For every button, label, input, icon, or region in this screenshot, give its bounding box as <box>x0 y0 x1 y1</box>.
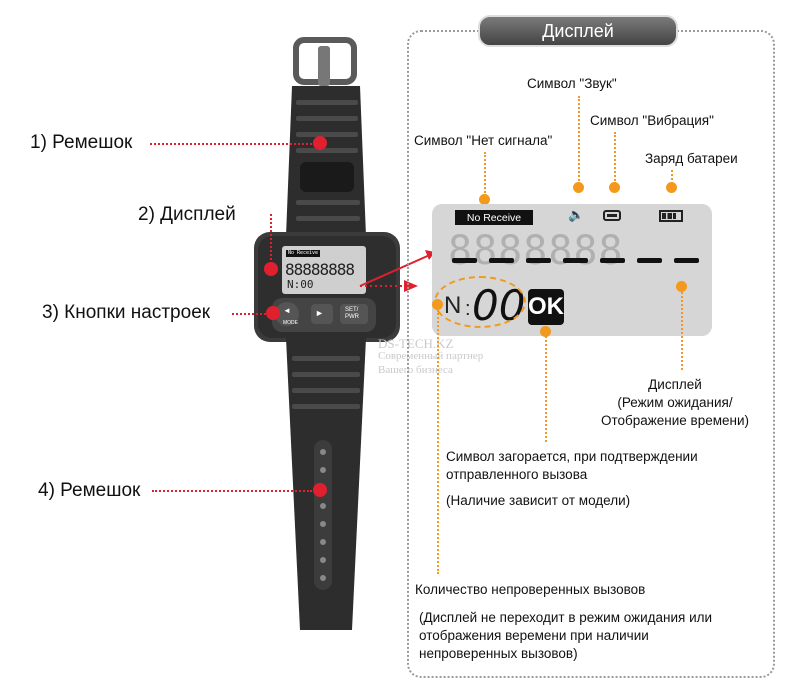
sound-connector <box>578 96 580 184</box>
vibration-symbol-label: Символ "Вибрация" <box>590 113 714 128</box>
lcd-digits: 8888888 <box>448 228 624 274</box>
lcd-ok-symbol: OK <box>528 289 564 325</box>
callout-strap-top-line <box>150 143 312 145</box>
ok-dot <box>540 326 551 337</box>
watermark-line1: Современный партнер <box>378 350 484 362</box>
callout-strap-top-dot <box>313 136 327 150</box>
next-button[interactable]: ► <box>315 308 324 318</box>
no-signal-symbol-label: Символ "Нет сигнала" <box>414 133 553 148</box>
pwr-label: PWR <box>345 314 359 320</box>
sound-dot <box>573 182 584 193</box>
callout-buttons-dot <box>266 306 280 320</box>
set-button-shape <box>340 304 368 324</box>
strap-holes <box>320 449 326 581</box>
battery-icon <box>659 210 683 222</box>
counter-highlight-ellipse <box>434 276 526 328</box>
ok-connector <box>545 336 547 442</box>
panel-title: Дисплей <box>478 15 678 47</box>
upper-strap-ridges <box>296 100 360 221</box>
count-description: Количество непроверенных вызовов (Диспле… <box>415 582 713 661</box>
lcd-dash-row <box>452 258 699 263</box>
callout-strap-top: 1) Ремешок <box>30 132 133 153</box>
counter-dot <box>432 299 443 310</box>
mini-lcd <box>282 246 366 294</box>
callout-display: 2) Дисплей <box>138 204 236 225</box>
battery-label: Заряд батареи <box>645 151 738 166</box>
buckle-tongue <box>318 46 330 86</box>
mode-arrow-icon: ◄ <box>283 306 291 315</box>
lower-strap-ridges <box>292 356 360 409</box>
mini-status-label: No Receive <box>287 250 319 256</box>
callout-display-line <box>270 214 272 260</box>
watermark-line2: Вашего бизнеса <box>378 364 453 376</box>
callout-strap-bottom-dot <box>313 483 327 497</box>
mini-digits: 88888888 <box>285 260 355 279</box>
callout-strap-bottom-line <box>152 490 312 492</box>
display-description: Дисплей (Режим ожидания/ Отображение вре… <box>600 377 750 428</box>
sound-icon: 🔈 <box>568 207 585 222</box>
ok-description: Символ загорается, при подтверждении отп… <box>446 449 698 508</box>
callout-buttons-line <box>232 313 266 315</box>
watermark-brand: DS-TECH.KZ <box>378 336 454 351</box>
battery-dot <box>666 182 677 193</box>
counter-connector <box>437 310 439 574</box>
no-signal-dot <box>479 194 490 205</box>
set-label: SET/ <box>345 307 359 313</box>
set-pwr-button[interactable]: SET/ PWR <box>345 307 359 321</box>
sound-symbol-label: Символ "Звук" <box>527 76 617 91</box>
upper-strap <box>286 86 366 236</box>
mini-counter: N:00 <box>287 278 314 291</box>
mode-button-label: MODE <box>283 320 298 326</box>
battery-connector <box>671 170 673 184</box>
mode-button[interactable]: ◄ <box>278 306 296 315</box>
vibration-icon <box>603 210 621 221</box>
vibration-dot <box>609 182 620 193</box>
strap-holes-channel <box>314 440 332 590</box>
strap-loop <box>300 162 354 192</box>
display-dot <box>676 281 687 292</box>
callout-display-dot <box>264 262 278 276</box>
vibration-connector <box>614 132 616 184</box>
display-connector <box>681 292 683 370</box>
callout-strap-bottom: 4) Ремешок <box>38 480 141 501</box>
next-arrow-icon: ► <box>315 308 324 318</box>
callout-buttons: 3) Кнопки настроек <box>42 302 211 323</box>
no-signal-connector <box>484 152 486 196</box>
mode-button-shape <box>275 302 299 326</box>
next-button-shape <box>311 304 333 324</box>
lcd-no-receive: No Receive <box>455 210 533 225</box>
